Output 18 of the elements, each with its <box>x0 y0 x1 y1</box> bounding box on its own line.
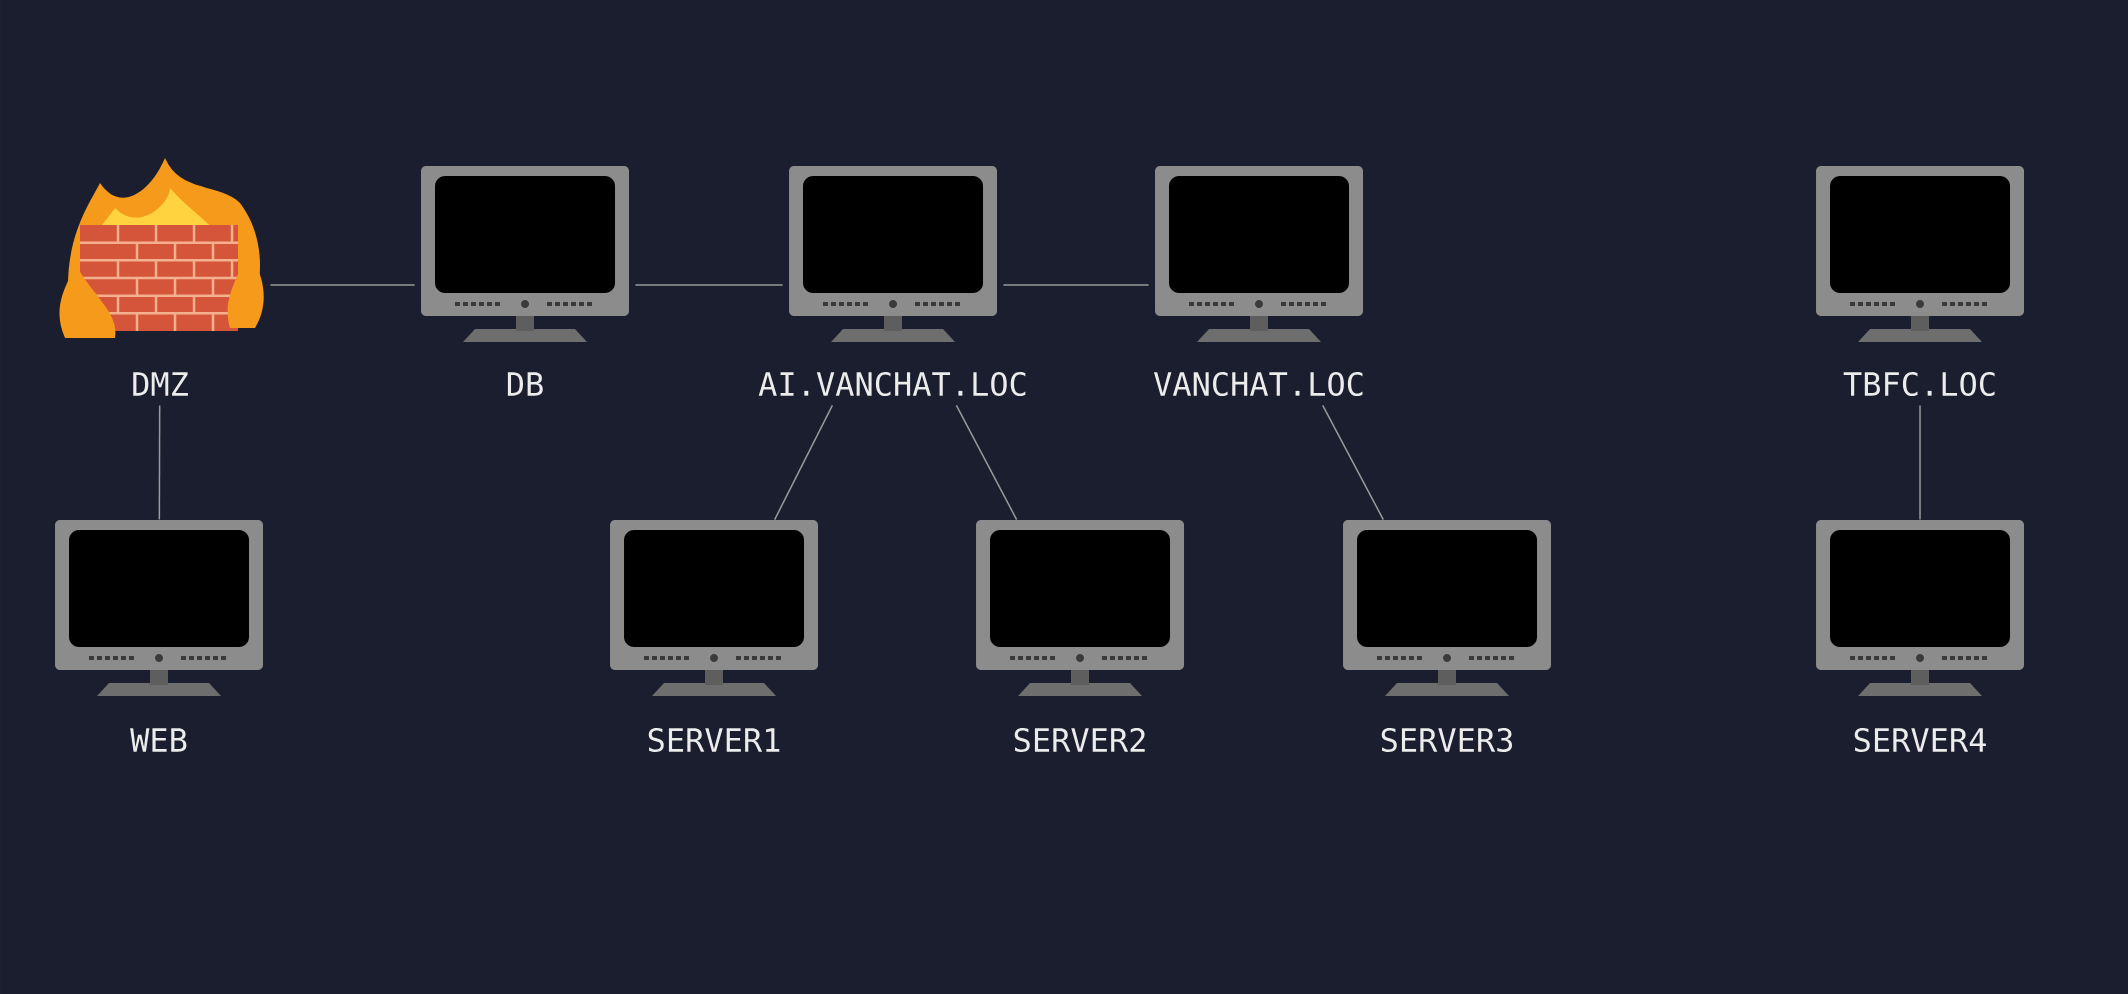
node-label: AI.VANCHAT.LOC <box>758 371 1026 397</box>
connector-line <box>634 284 784 286</box>
node-label: DB <box>507 372 543 396</box>
node-label: TBFC.LOC <box>1843 371 1995 397</box>
connector-line <box>269 284 416 286</box>
connector-line <box>773 404 834 521</box>
connector-line <box>955 404 1018 521</box>
connector-line <box>158 404 161 521</box>
node-label: WEB <box>130 728 187 752</box>
node-label: SERVER2 <box>1014 727 1145 753</box>
node-label: SERVER4 <box>1854 727 1986 753</box>
node-label: SERVER3 <box>1381 727 1512 753</box>
node-label: DMZ <box>133 372 188 396</box>
node-label: SERVER1 <box>648 727 780 753</box>
connector-line <box>1321 404 1385 521</box>
connector-line <box>1919 404 1921 521</box>
connector-line <box>1002 284 1150 286</box>
node-label: VANCHAT.LOC <box>1153 371 1363 397</box>
